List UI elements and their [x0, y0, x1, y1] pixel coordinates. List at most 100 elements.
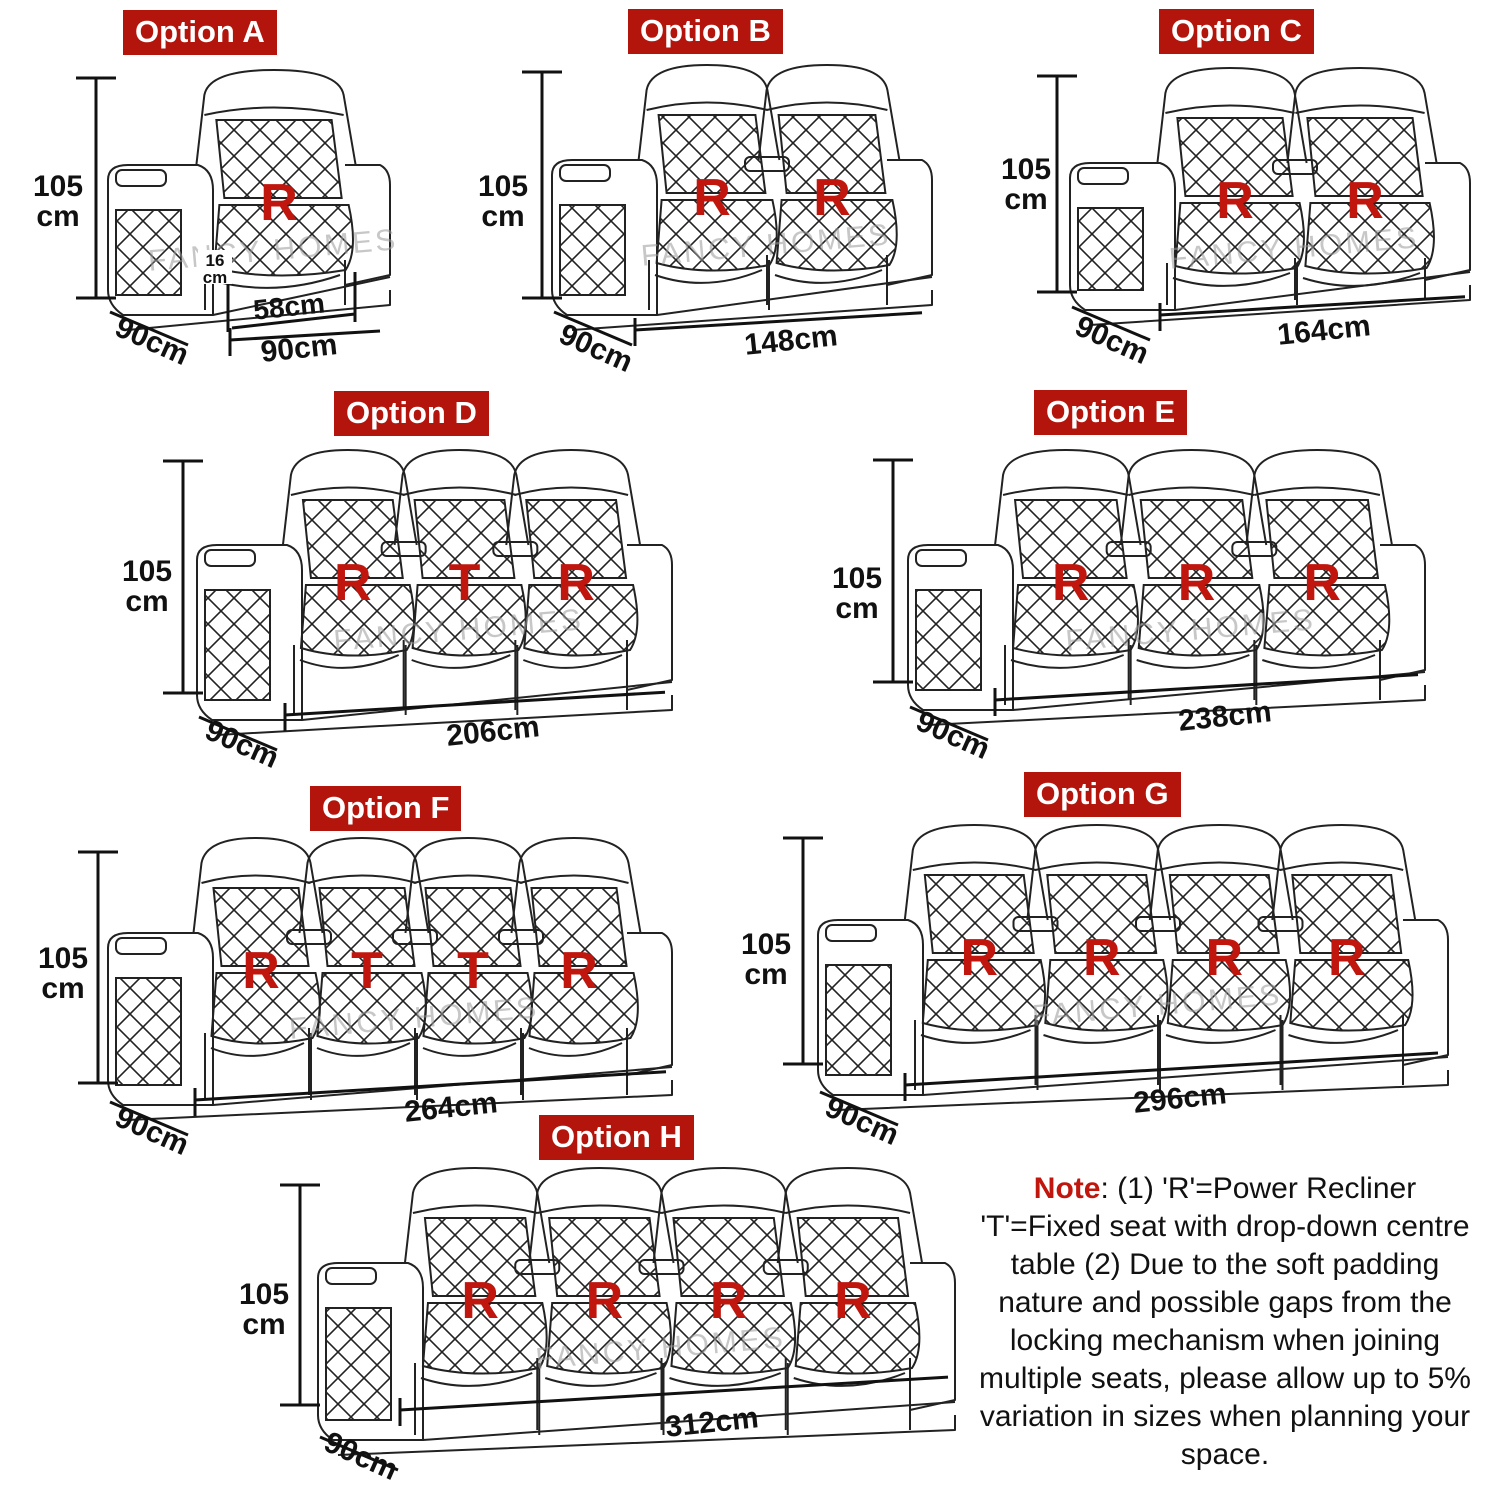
armrest-quilting: [115, 209, 182, 296]
depth-dimension-line: [819, 1090, 899, 1127]
headrest-seam: [766, 101, 888, 111]
backrest-quilting: [1013, 499, 1128, 579]
headrest-seam: [307, 874, 417, 884]
left-armrest: [907, 544, 1014, 711]
seat-label-recliner: R: [1178, 554, 1216, 612]
headrest-seam: [514, 486, 629, 496]
backrest-quilting: [548, 1217, 661, 1297]
right-armrest: [626, 932, 673, 1076]
headrest-seam: [785, 1204, 911, 1214]
seat-label-recliner: R: [1216, 172, 1254, 230]
depth-label: 90cm: [820, 1091, 904, 1152]
seat-backrest: [1119, 449, 1268, 546]
width-dimension-line: [994, 673, 1419, 702]
depth-label: 90cm: [110, 311, 194, 372]
option-c-title: Option C: [1159, 9, 1314, 55]
option-g-title: Option G: [1024, 772, 1181, 818]
seat-divider: [1129, 640, 1256, 705]
note-text: Note: (1) 'R'=Power Recliner 'T'=Fixed s…: [975, 1170, 1475, 1474]
legrest-edge: [422, 1042, 517, 1057]
seat-cushion: [1289, 959, 1414, 1032]
seat-label-recliner: R: [461, 1272, 499, 1330]
armrest-quilting: [825, 964, 892, 1076]
backrest-quilting: [424, 887, 522, 967]
depth-label: 90cm: [200, 714, 284, 775]
seat-backrest: [404, 837, 536, 934]
backrest-quilting: [1265, 499, 1380, 579]
armrest-quilting: [559, 204, 626, 296]
legrest-edge: [669, 1372, 782, 1387]
backrest-quilting: [1139, 499, 1254, 579]
depth-dimension-line: [319, 1435, 399, 1472]
seat-backrest: [637, 64, 781, 161]
seat-divider: [1255, 640, 1381, 705]
left-armrest: [196, 544, 303, 721]
seat-label-recliner: R: [586, 1272, 624, 1330]
sofa-bottom-edge: [922, 1056, 1449, 1096]
depth-dimension-line: [109, 1100, 189, 1137]
cupholder-lid: [325, 1267, 377, 1285]
backrest-quilting: [777, 114, 887, 194]
headrest-seam: [519, 874, 629, 884]
headrest-seam: [646, 101, 768, 111]
cupholder-lid: [115, 937, 167, 955]
legrest-edge: [1302, 272, 1421, 287]
backrest-quilting: [423, 1217, 537, 1297]
backrest-quilting: [1306, 117, 1424, 197]
sofa-base: [127, 290, 391, 331]
height-unit-label: cm: [125, 585, 168, 618]
headrest-seam: [412, 1204, 538, 1214]
legrest-edge: [1136, 654, 1250, 669]
left-armrest: [317, 1262, 424, 1441]
legrest-edge: [316, 1042, 411, 1057]
option-e-title: Option E: [1034, 390, 1188, 436]
seat-cushion: [775, 199, 898, 272]
cupholder-lid: [559, 164, 611, 182]
depth-dimension-line: [1071, 305, 1151, 342]
option-f-title: Option F: [310, 786, 462, 832]
seat-backrest: [1148, 824, 1294, 921]
seat-backrest: [757, 64, 901, 161]
depth-dimension-line: [909, 705, 989, 742]
backrest-quilting: [1176, 117, 1294, 197]
seat-backrest: [1286, 67, 1438, 164]
seat-cushion: [210, 972, 321, 1045]
backrest-quilting: [923, 874, 1035, 954]
seat-label-recliner: R: [242, 942, 280, 1000]
headrest-seam: [536, 1204, 662, 1214]
legrest-edge: [774, 269, 883, 284]
backrest-quilting: [212, 887, 310, 967]
seat-label-recliner: R: [560, 942, 598, 1000]
legrest-edge: [1262, 654, 1376, 669]
seat-cushion: [1263, 584, 1391, 657]
backrest-quilting: [301, 499, 404, 579]
width-dimension-line: [229, 329, 381, 342]
seat-label-recliner: R: [1052, 554, 1090, 612]
seat-divider: [293, 640, 405, 715]
seat-label-recliner: R: [813, 169, 851, 227]
legrest-edge: [1165, 1029, 1276, 1044]
seat-backrest: [1026, 824, 1172, 921]
width-label: 206cm: [445, 710, 541, 753]
width-dimension-line: [284, 690, 666, 717]
width-dimension-line: [904, 1051, 1439, 1087]
height-unit-label: cm: [242, 1308, 285, 1341]
right-armrest: [1424, 162, 1471, 281]
seat-label-table: T: [457, 942, 489, 1000]
headrest-seam: [1295, 104, 1425, 114]
armrest-quilting: [325, 1307, 392, 1421]
seat-label-recliner: R: [834, 1272, 872, 1330]
cupholder-lid: [915, 549, 967, 567]
seat-label-recliner: R: [557, 554, 595, 612]
seat-backrest: [994, 449, 1142, 546]
width-label: 312cm: [664, 1401, 760, 1444]
seat-backrest: [393, 449, 530, 546]
sofa-base: [927, 685, 1426, 726]
seat-divider: [204, 1028, 310, 1100]
seat-backrest: [652, 1167, 799, 1264]
seat-divider: [1004, 640, 1130, 705]
